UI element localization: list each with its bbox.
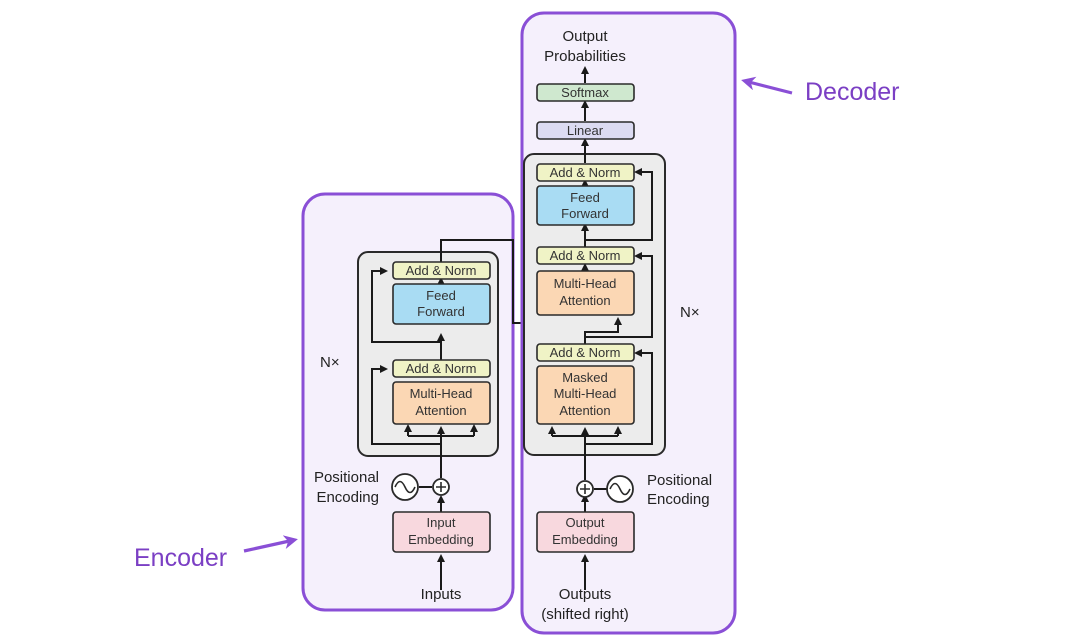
softmax-label: Softmax: [561, 85, 609, 100]
decoder-add-norm-bottom-block: [536, 343, 635, 362]
decoder-add-norm-mid-block: [536, 246, 635, 265]
encoder-add-norm-bottom: Add & Norm: [406, 361, 477, 376]
decoder-add-norm-top: Add & Norm: [550, 165, 621, 180]
input-embedding-block: [392, 511, 491, 553]
encoder-label: Encoder: [134, 544, 227, 572]
encoder-stack-frame: [357, 251, 499, 457]
encoder-feed-forward-line2: Forward: [417, 304, 465, 319]
decoder-sine-wave: [609, 482, 631, 496]
encoder-add-norm-top-block: [392, 261, 491, 280]
encoder-pos-enc-line1: Positional: [314, 469, 379, 486]
encoder-callout-arrow: [243, 535, 298, 553]
encoder-add-icon-cross: [436, 482, 446, 492]
masked-attention-line2: Multi-Head: [554, 386, 617, 401]
output-probabilities-line1: Output: [562, 28, 608, 45]
softmax-block: [536, 83, 635, 102]
decoder-add-norm-bottom: Add & Norm: [550, 345, 621, 360]
outputs-label-line1: Outputs: [559, 586, 612, 603]
decoder-feed-forward-line2: Forward: [561, 206, 609, 221]
encoder-feed-forward-line1: Feed: [426, 288, 456, 303]
decoder-masked-attention-block: [536, 365, 635, 425]
masked-attention-line1: Masked: [562, 370, 608, 385]
encoder-add-norm-bottom-block: [392, 359, 491, 378]
decoder-attention-line2: Attention: [559, 293, 610, 308]
decoder-connectors: [548, 66, 653, 590]
decoder-feed-forward-block: [536, 185, 635, 226]
encoder-add-norm-top: Add & Norm: [406, 263, 477, 278]
decoder-callout-arrow: [741, 76, 793, 95]
linear-block: [536, 121, 635, 140]
encoder-attention-line1: Multi-Head: [410, 386, 473, 401]
decoder-feed-forward-line1: Feed: [570, 190, 600, 205]
decoder-label: Decoder: [805, 78, 900, 106]
output-probabilities-line2: Probabilities: [544, 48, 626, 65]
encoder-attention-block: [392, 381, 491, 425]
decoder-add-norm-mid: Add & Norm: [550, 248, 621, 263]
decoder-attention-line1: Multi-Head: [554, 276, 617, 291]
encoder-pos-enc-line2: Encoding: [316, 489, 379, 506]
decoder-pos-enc-line1: Positional: [647, 472, 712, 489]
linear-label: Linear: [567, 123, 604, 138]
inputs-label: Inputs: [421, 586, 462, 603]
decoder-add-norm-top-block: [536, 163, 635, 182]
decoder-pos-enc-line2: Encoding: [647, 491, 710, 508]
output-embedding-line1: Output: [565, 515, 604, 530]
input-embedding-line1: Input: [427, 515, 456, 530]
output-embedding-line2: Embedding: [552, 532, 618, 547]
masked-attention-line3: Attention: [559, 403, 610, 418]
output-embedding-block: [536, 511, 635, 553]
decoder-nx-label: N×: [680, 304, 700, 321]
encoder-feed-forward-block: [392, 283, 491, 325]
encoder-attention-line2: Attention: [415, 403, 466, 418]
input-embedding-line2: Embedding: [408, 532, 474, 547]
decoder-attention-block: [536, 270, 635, 316]
outputs-label-line2: (shifted right): [541, 606, 629, 623]
encoder-nx-label: N×: [320, 354, 340, 371]
decoder-add-icon-cross: [580, 484, 590, 494]
encoder-sine-wave: [394, 480, 416, 494]
